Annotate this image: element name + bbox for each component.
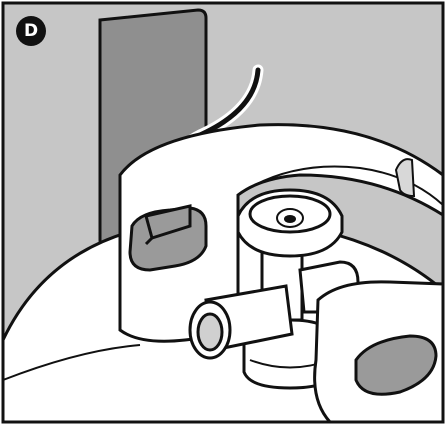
outlet-opening bbox=[196, 312, 224, 352]
step-label: D bbox=[23, 21, 39, 41]
step-badge: D bbox=[16, 16, 46, 46]
tag-clip bbox=[144, 204, 192, 240]
handwheel-hub-hole bbox=[284, 215, 296, 223]
collar-rivet bbox=[394, 158, 416, 198]
collar-inner-edge bbox=[237, 165, 444, 206]
tank-seam bbox=[2, 344, 141, 381]
tag-clip-edge bbox=[144, 236, 154, 246]
collar-front-hole bbox=[354, 334, 438, 396]
